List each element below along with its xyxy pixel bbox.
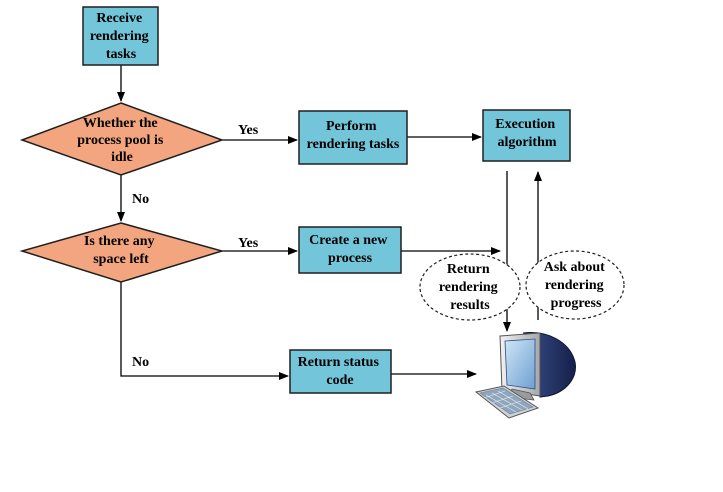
arrow-space-to-status	[120, 282, 289, 380]
computer-icon	[474, 332, 576, 419]
space-left-label: Is there any space left	[84, 234, 158, 267]
pool-idle-label: Whether the process pool is idle	[77, 116, 167, 165]
no-label-2: No	[132, 355, 149, 370]
perform-tasks-box: Perform rendering tasks	[298, 110, 408, 165]
receive-tasks-label: Receive rendering tasks	[90, 11, 152, 62]
execution-algorithm-label: Execution algorithm	[495, 117, 558, 150]
return-results-label: Return rendering results	[439, 262, 501, 313]
create-process-box: Create a new process	[298, 226, 402, 274]
return-status-label: Return status code	[298, 355, 383, 388]
receive-tasks-box: Receive rendering tasks	[82, 6, 159, 66]
ask-progress-bubble: Ask about rendering progress	[525, 250, 625, 320]
execution-algorithm-box: Execution algorithm	[482, 109, 571, 162]
return-status-box: Return status code	[289, 349, 392, 394]
create-process-label: Create a new process	[309, 233, 391, 266]
perform-tasks-label: Perform rendering tasks	[307, 119, 400, 152]
space-left-diamond: Is there any space left	[19, 222, 225, 283]
yes-label-1: Yes	[238, 123, 259, 138]
no-label-1: No	[132, 192, 149, 207]
pool-idle-diamond: Whether the process pool is idle	[19, 102, 225, 176]
ask-progress-label: Ask about rendering progress	[544, 260, 609, 311]
yes-label-2: Yes	[238, 236, 259, 251]
return-results-bubble: Return rendering results	[419, 253, 521, 321]
